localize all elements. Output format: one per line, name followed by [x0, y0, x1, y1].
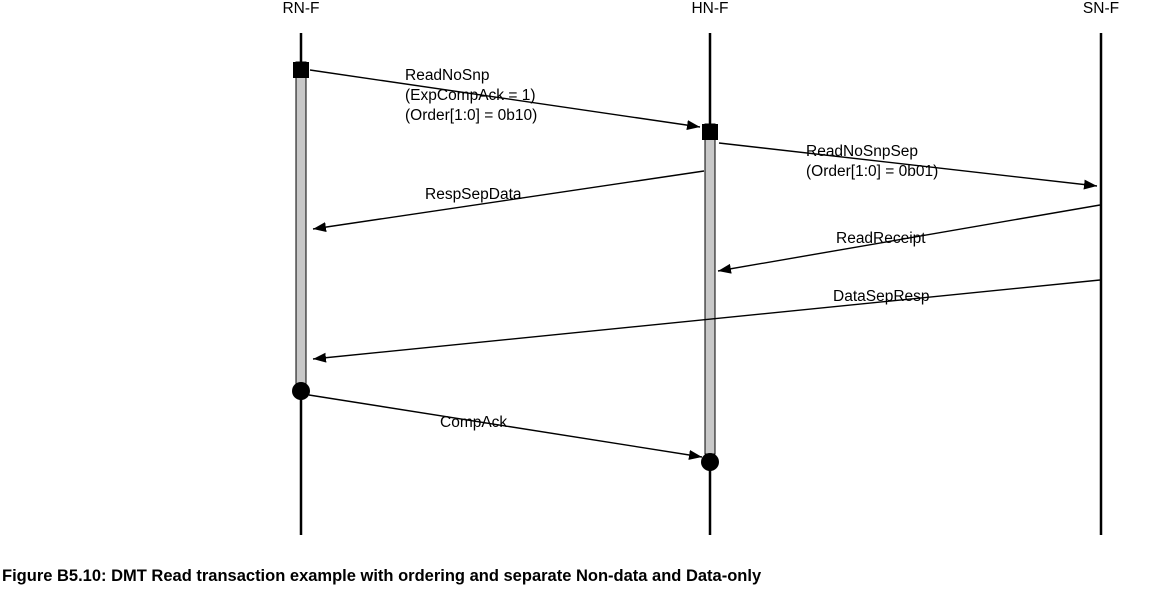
- message-label-compack: CompAck: [440, 414, 507, 431]
- transaction-start-marker-rn-f: [293, 62, 309, 78]
- message-line-readnosnp: [309, 69, 701, 131]
- transaction-end-marker-rn-f: [292, 382, 310, 400]
- lifeline-label-hn-f: HN-F: [691, 0, 728, 17]
- message-param-order-0b01: (Order[1:0] = 0b01): [806, 163, 938, 180]
- message-param-order-0b10: (Order[1:0] = 0b10): [405, 107, 537, 124]
- lifeline-label-sn-f: SN-F: [1083, 0, 1119, 17]
- message-label-readnosnpsep: ReadNoSnpSep: [806, 143, 918, 160]
- lifeline-label-rn-f: RN-F: [282, 0, 319, 17]
- message-line-datasepresp: [312, 279, 1101, 363]
- activation-bar-rn-f: [295, 61, 307, 385]
- message-label-readreceipt: ReadReceipt: [836, 230, 926, 247]
- message-label-readnosnp: ReadNoSnp: [405, 67, 489, 84]
- message-line-readreceipt: [717, 204, 1101, 274]
- transaction-start-marker-hn-f: [702, 124, 718, 140]
- message-line-readnosnpsep: [718, 142, 1098, 190]
- message-label-datasepresp: DataSepResp: [833, 288, 930, 305]
- message-param-expcompack: (ExpCompAck = 1): [405, 87, 536, 104]
- message-line-respsepdata: [312, 170, 705, 233]
- transaction-end-marker-hn-f: [701, 453, 719, 471]
- activation-bar-hn-f: [704, 123, 716, 455]
- message-line-compack: [308, 394, 703, 460]
- message-label-respsepdata: RespSepData: [425, 186, 522, 203]
- figure-caption: Figure B5.10: DMT Read transaction examp…: [2, 567, 762, 585]
